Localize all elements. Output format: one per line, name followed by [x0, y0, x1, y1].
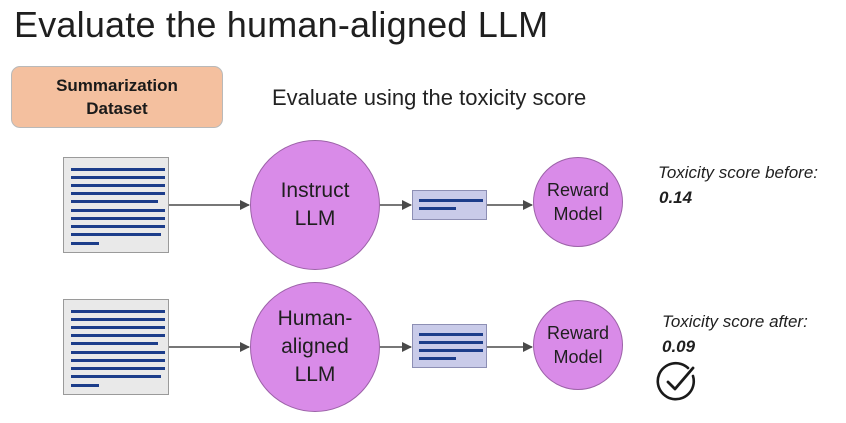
- output-summary-1: [412, 190, 487, 220]
- instruct-llm-node: Instruct LLM: [250, 140, 380, 270]
- output-summary-2: [412, 324, 487, 368]
- reward-model-label-2: Reward Model: [546, 323, 610, 367]
- reward-model-label-1: Reward Model: [546, 180, 610, 224]
- score-before-label: Toxicity score before:: [658, 163, 818, 182]
- score-after-value: 0.09: [662, 337, 696, 356]
- human-aligned-llm-node: Human- aligned LLM: [250, 282, 380, 412]
- reward-model-node-1: Reward Model: [533, 157, 623, 247]
- instruct-llm-label: Instruct LLM: [280, 179, 350, 230]
- score-before-value: 0.14: [659, 188, 693, 207]
- input-document-1: [63, 157, 169, 253]
- input-document-2: [63, 299, 169, 395]
- dataset-box: Summarization Dataset: [11, 66, 223, 128]
- page-title: Evaluate the human-aligned LLM: [14, 4, 549, 45]
- human-aligned-llm-label: Human- aligned LLM: [277, 307, 353, 386]
- reward-model-node-2: Reward Model: [533, 300, 623, 390]
- score-after-label: Toxicity score after:: [662, 312, 808, 331]
- evaluation-subtitle: Evaluate using the toxicity score: [272, 85, 587, 110]
- check-circle-icon: [656, 361, 695, 401]
- dataset-label: Summarization Dataset: [56, 76, 178, 118]
